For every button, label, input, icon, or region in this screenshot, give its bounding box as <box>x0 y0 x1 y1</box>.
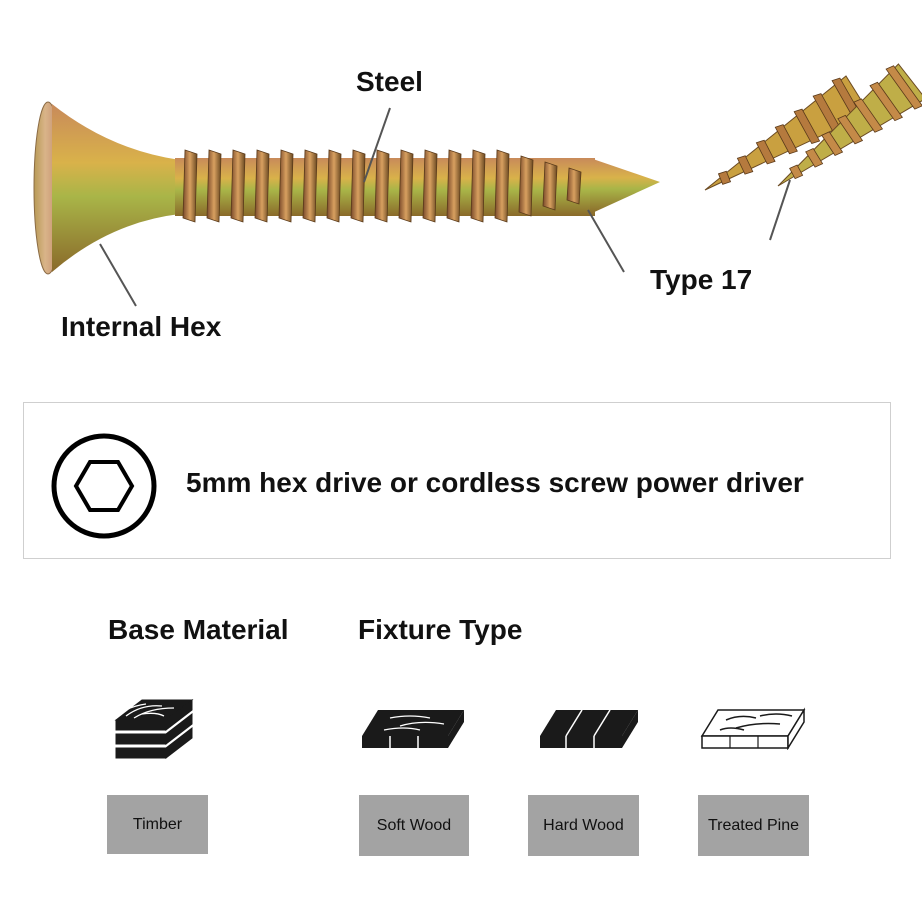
soft-wood-board-icon <box>362 710 464 748</box>
fixture-type-title: Fixture Type <box>358 614 523 645</box>
treated-pine-board-icon <box>700 707 806 750</box>
steel-label: Steel <box>356 66 423 97</box>
soft-wood-label: Soft Wood <box>359 795 469 856</box>
internal-hex-label: Internal Hex <box>61 311 222 342</box>
hex-drive-icon <box>51 433 157 539</box>
timber-label: Timber <box>107 795 208 854</box>
type17-label: Type 17 <box>650 264 753 295</box>
hard-wood-label: Hard Wood <box>528 795 639 856</box>
screw-main <box>33 101 660 275</box>
stacked-timber-icon <box>114 698 194 760</box>
drive-description: 5mm hex drive or cordless screw power dr… <box>186 467 804 498</box>
type17-callout-line-right <box>769 179 791 241</box>
drive-info-box <box>23 402 891 559</box>
base-material-title: Base Material <box>108 614 289 645</box>
screw-tip-closeup <box>704 63 922 191</box>
type17-callout-line-left <box>587 209 625 273</box>
hex-callout-line <box>99 243 137 307</box>
hard-wood-board-icon <box>540 709 638 748</box>
screw-illustration <box>33 63 922 307</box>
steel-callout-line <box>363 107 391 183</box>
treated-pine-label: Treated Pine <box>698 795 809 856</box>
